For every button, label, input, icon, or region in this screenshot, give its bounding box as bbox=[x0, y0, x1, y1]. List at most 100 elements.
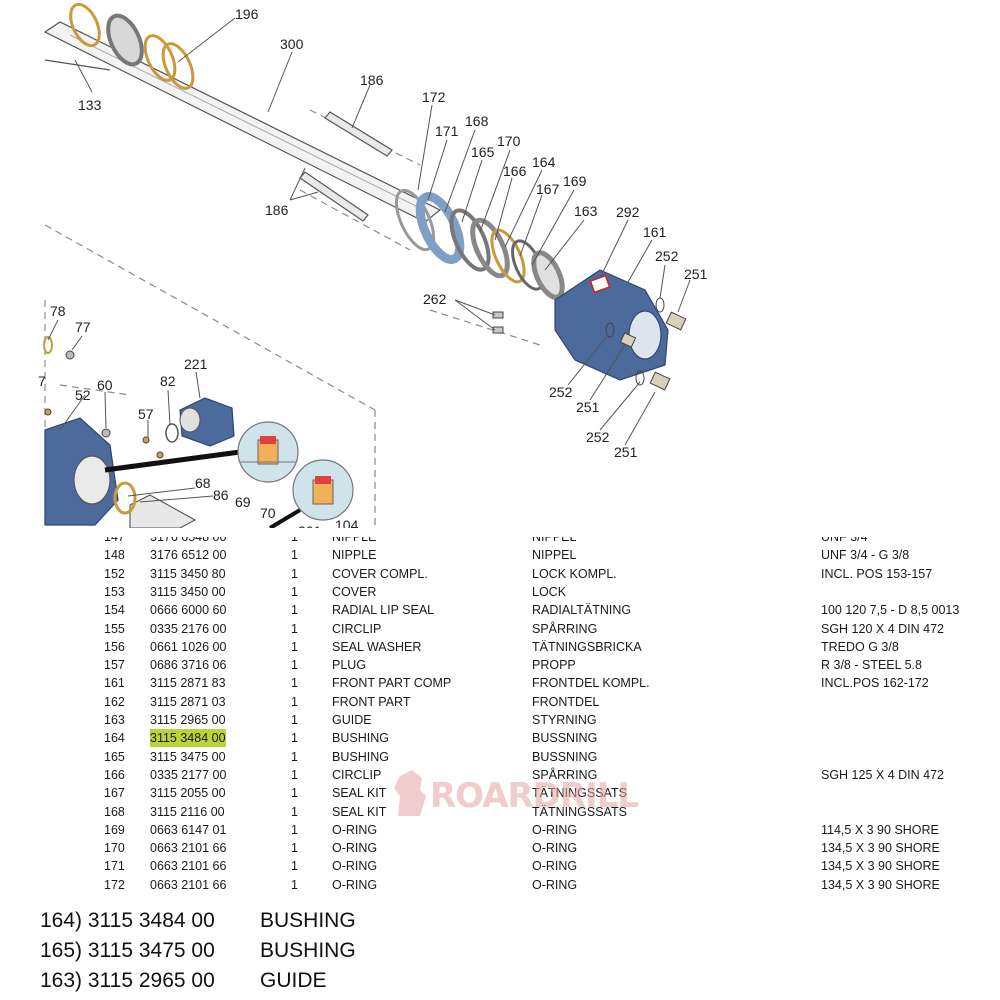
callout-251: 251 bbox=[576, 399, 600, 415]
qty-cell: 1 bbox=[291, 530, 298, 544]
callout-186: 186 bbox=[360, 72, 384, 88]
part-number-cell: 0663 2101 66 bbox=[150, 859, 227, 874]
pos-cell: 172 bbox=[104, 877, 125, 892]
callout-104: 104 bbox=[335, 517, 359, 528]
name-en-cell: FRONT PART bbox=[332, 694, 411, 709]
callout-221: 221 bbox=[184, 356, 208, 372]
name-en-cell: NIPPLE bbox=[332, 548, 377, 563]
pos-cell: 147 bbox=[104, 530, 125, 544]
name-sv-cell: O-RING bbox=[532, 822, 578, 837]
pos-cell: 153 bbox=[104, 584, 125, 599]
qty-cell: 1 bbox=[291, 603, 298, 618]
callout-167: 167 bbox=[536, 181, 560, 197]
remark-cell: 134,5 X 3 90 SHORE bbox=[821, 859, 940, 874]
lower-assembly bbox=[43, 336, 235, 528]
watermark-text: ROARDRILL bbox=[430, 776, 639, 816]
qty-cell: 1 bbox=[291, 749, 298, 764]
pos-cell: 161 bbox=[104, 676, 125, 691]
name-en-cell: O-RING bbox=[332, 859, 378, 874]
remark-cell: INCL.POS 162-172 bbox=[821, 676, 929, 691]
callout-60: 60 bbox=[97, 377, 113, 393]
rear-rings bbox=[69, 2, 195, 90]
part-number-cell: 0335 2176 00 bbox=[150, 621, 227, 636]
part-number-cell: 0663 2101 66 bbox=[150, 841, 227, 856]
pos-cell: 148 bbox=[104, 548, 125, 563]
pos-cell: 166 bbox=[104, 767, 125, 782]
qty-cell: 1 bbox=[291, 548, 298, 563]
name-en-cell: O-RING bbox=[332, 841, 378, 856]
part-number-cell: 0663 2101 66 bbox=[150, 877, 227, 892]
name-sv-cell: SPÅRRING bbox=[532, 621, 598, 636]
callout-77: 77 bbox=[75, 319, 91, 335]
name-sv-cell: STYRNING bbox=[532, 713, 597, 727]
callout-165: 165 bbox=[471, 144, 495, 160]
qty-cell: 1 bbox=[291, 639, 298, 654]
pos-cell: 168 bbox=[104, 804, 125, 819]
qty-cell: 1 bbox=[291, 566, 298, 581]
front-seal-stack bbox=[394, 188, 565, 300]
watermark: ROARDRILL bbox=[390, 766, 640, 826]
name-sv-cell: TÄTNINGSSATS bbox=[532, 786, 627, 801]
callout-196: 196 bbox=[235, 6, 259, 22]
pos-cell: 165 bbox=[104, 749, 125, 764]
callout-251: 251 bbox=[614, 444, 638, 460]
qty-cell: 1 bbox=[291, 841, 298, 856]
part-number-cell: 0666 6000 60 bbox=[150, 603, 227, 618]
callout-52: 52 bbox=[75, 387, 91, 403]
callout-70: 70 bbox=[260, 505, 276, 521]
part-number-cell: 3115 3450 00 bbox=[150, 584, 226, 599]
pos-cell: 162 bbox=[104, 694, 125, 709]
part-number-cell: 3115 3475 00 bbox=[150, 749, 226, 764]
name-sv-cell: TÄTNINGSSATS bbox=[532, 804, 627, 819]
name-en-cell: BUSHING bbox=[332, 731, 389, 746]
name-sv-cell: PROPP bbox=[532, 658, 576, 673]
part-number-cell: 3115 2871 83 bbox=[150, 676, 226, 691]
part-number-cell: 3115 2965 00 bbox=[150, 713, 226, 727]
part-number-cell: 3115 3450 80 bbox=[150, 566, 226, 581]
callout-169: 169 bbox=[563, 173, 587, 189]
name-en-cell: SEAL WASHER bbox=[332, 639, 422, 654]
part-number-cell: 3115 2116 00 bbox=[150, 804, 225, 819]
fittings bbox=[492, 297, 687, 391]
pos-cell: 170 bbox=[104, 841, 125, 856]
callout-252: 252 bbox=[655, 248, 679, 264]
main-shaft bbox=[43, 21, 442, 223]
name-en-cell: COVER bbox=[332, 584, 377, 599]
qty-cell: 1 bbox=[291, 713, 298, 727]
remark-cell: SGH 125 X 4 DIN 472 bbox=[821, 767, 944, 782]
summary-part-desc: BUSHING bbox=[260, 909, 356, 932]
callout-166: 166 bbox=[503, 163, 527, 179]
leader-lines bbox=[47, 17, 691, 503]
part-number-cell: 0335 2177 00 bbox=[150, 767, 227, 782]
callout-252: 252 bbox=[586, 429, 610, 445]
pos-cell: 156 bbox=[104, 639, 125, 654]
callout-171: 171 bbox=[435, 123, 459, 139]
callout-57: 57 bbox=[138, 406, 154, 422]
callout-163: 163 bbox=[574, 203, 598, 219]
name-sv-cell: LOCK KOMPL. bbox=[532, 566, 617, 581]
part-number-cell: 0661 1026 00 bbox=[150, 639, 227, 654]
name-en-cell: BUSHING bbox=[332, 749, 389, 764]
remark-cell: INCL. POS 153-157 bbox=[821, 566, 933, 581]
callout-7: 7 bbox=[38, 373, 46, 389]
pos-cell: 169 bbox=[104, 822, 125, 837]
name-en-cell: PLUG bbox=[332, 658, 367, 673]
name-sv-cell: SPÅRRING bbox=[532, 767, 598, 782]
part-number-cell: 0663 6147 01 bbox=[150, 822, 227, 837]
part-number-cell: 3115 2055 00 bbox=[150, 786, 226, 801]
name-sv-cell: FRONTDEL KOMPL. bbox=[532, 676, 650, 691]
pos-cell: 171 bbox=[104, 859, 125, 874]
summary-part-desc: GUIDE bbox=[260, 969, 327, 992]
name-en-cell: O-RING bbox=[332, 877, 378, 892]
